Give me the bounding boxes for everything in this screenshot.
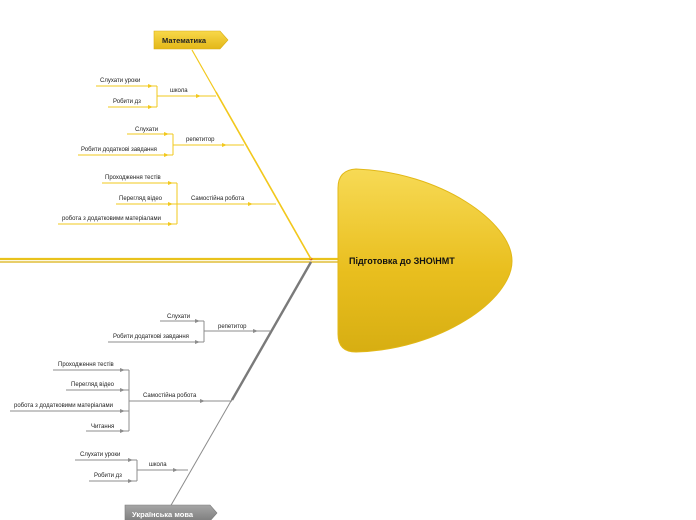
- bottom-group-selfstudy[interactable]: Самостійна робота Проходження тестів Пер…: [10, 362, 232, 433]
- top-group-tutor[interactable]: репетитор Слухати Робити додаткові завда…: [78, 127, 244, 157]
- top-school-item-2: Робити дз: [113, 99, 141, 105]
- bottom-group-school-label: школа: [149, 462, 167, 468]
- top-tutor-item-2: Робити додаткові завдання: [81, 147, 157, 153]
- bottom-school-item-2: Робити дз: [94, 473, 122, 479]
- top-group-school[interactable]: школа Слухати уроки Робити дз: [96, 78, 216, 109]
- top-group-selfstudy-label: Самостійна робота: [191, 195, 245, 202]
- fish-head[interactable]: Підготовка до ЗНО\НМТ: [337, 168, 513, 353]
- bottom-branch: репетитор Слухати Робити додаткові завда…: [10, 261, 313, 520]
- top-branch: школа Слухати уроки Робити дз репетитор …: [58, 30, 312, 260]
- bottom-selfstudy-item-4: Читання: [91, 424, 114, 430]
- top-selfstudy-item-2: Перегляд відео: [119, 196, 163, 202]
- top-branch-title-tag[interactable]: Математика: [153, 30, 229, 50]
- bottom-group-tutor-label: репетитор: [218, 324, 247, 330]
- top-branch-title: Математика: [162, 36, 207, 45]
- head-title: Підготовка до ЗНО\НМТ: [349, 256, 455, 266]
- bottom-school-item-1: Слухати уроки: [80, 452, 120, 458]
- spine: [0, 257, 340, 263]
- bottom-tutor-item-2: Робити додаткові завдання: [113, 334, 189, 340]
- top-school-item-1: Слухати уроки: [100, 78, 140, 84]
- bottom-group-tutor[interactable]: репетитор Слухати Робити додаткові завда…: [108, 314, 271, 344]
- top-group-school-label: школа: [170, 88, 188, 94]
- top-group-selfstudy[interactable]: Самостійна робота Проходження тестів Пер…: [58, 175, 276, 226]
- bottom-selfstudy-item-2: Перегляд відео: [71, 382, 115, 388]
- bottom-selfstudy-item-1: Проходження тестів: [58, 362, 114, 368]
- top-selfstudy-item-3: робота з додатковими матеріалами: [62, 216, 161, 222]
- top-tutor-item-1: Слухати: [135, 127, 158, 133]
- bottom-group-selfstudy-label: Самостійна робота: [143, 392, 197, 399]
- top-group-tutor-label: репетитор: [186, 137, 215, 143]
- bottom-group-school[interactable]: школа Слухати уроки Робити дз: [75, 452, 188, 483]
- bottom-tutor-item-1: Слухати: [167, 314, 190, 320]
- bottom-branch-title-tag[interactable]: Українська мова: [124, 504, 218, 520]
- bottom-branch-title: Українська мова: [132, 510, 194, 519]
- top-selfstudy-item-1: Проходження тестів: [105, 175, 161, 181]
- bottom-selfstudy-item-3: робота з додатковими матеріалами: [14, 403, 113, 409]
